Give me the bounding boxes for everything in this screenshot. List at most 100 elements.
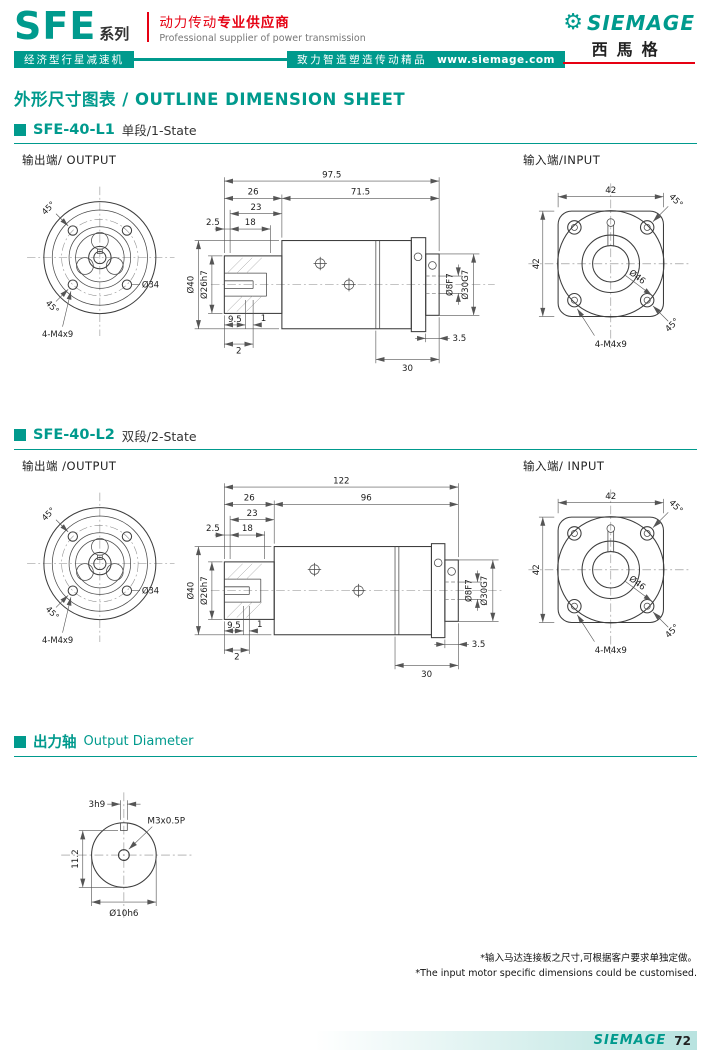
drawing-row: 输出端/ OUTPUT	[14, 146, 697, 400]
footer-brand: SIEMAGE	[593, 1033, 667, 1048]
dim-front-taps: 4-M4x9	[42, 329, 73, 339]
dim-d2: 2	[234, 652, 239, 662]
slogan-block: 动力传动专业供应商 Professional supplier of power…	[159, 11, 365, 44]
slogan-cn: 动力传动专业供应商	[159, 15, 290, 31]
centerlines	[27, 492, 175, 642]
flange-outline	[557, 515, 665, 624]
dim-d95: 9.5	[228, 315, 242, 325]
dim-square-width: 42	[605, 186, 616, 196]
dim-hub-dia: Ø26h7	[199, 270, 210, 299]
front-view-output-flange: 45° 45° Ø34 4-M4x9	[27, 492, 175, 645]
footnote-en: *The input motor specific dimensions cou…	[415, 967, 697, 979]
shaft-title-en: Output Diameter	[83, 734, 194, 750]
section-header: SFE-40-L2 双段/2-State	[14, 426, 697, 450]
dim-front-taps: 4-M4x9	[42, 635, 73, 645]
page-footer: SIEMAGE 72	[313, 1031, 697, 1050]
dimensions: 97.5 26 71.5 23 2.5 18 Ø40	[186, 170, 479, 374]
footnote-cn: *输入马达连接板之尺寸,可根据客户要求单独定做。	[480, 952, 697, 964]
dim-body: 96	[360, 493, 371, 503]
side-view-col: 97.5 26 71.5 23 2.5 18 Ø40	[186, 160, 512, 400]
dim-body-dia: Ø40	[186, 276, 197, 294]
dim-pilot: Ø30G7	[459, 270, 470, 300]
output-view-col: 输出端 /OUTPUT	[14, 452, 182, 661]
dim-front: 26	[243, 493, 254, 503]
output-label: 输出端/ OUTPUT	[22, 153, 117, 167]
flange-outline	[43, 506, 157, 620]
input-view-col: 输入端/INPUT	[515, 146, 697, 360]
flange-outline	[557, 210, 665, 318]
dim-bolt-circle: Ø34	[142, 585, 159, 595]
dim-body: 71.5	[350, 188, 369, 198]
front-view-output-flange: 45° 45° Ø34 4-M4x9	[27, 186, 175, 339]
dim-overall: 122	[333, 476, 349, 486]
section-header: SFE-40-L1 单段/1-State	[14, 120, 697, 144]
dim-d18: 18	[244, 218, 255, 228]
dim-rear: 30	[421, 670, 432, 680]
centerlines	[61, 792, 193, 919]
dim-shaft-dia: Ø10h6	[109, 908, 139, 919]
dim-rear-taps: 4-M4x9	[595, 646, 627, 656]
band-line	[134, 58, 288, 61]
dim-d35: 3.5	[471, 640, 485, 650]
square-bullet-icon	[14, 735, 26, 748]
dim-rear-taps: 4-M4x9	[595, 340, 627, 350]
section-sfe-40-l2: SFE-40-L2 双段/2-State 输出端 /OUTPUT	[14, 426, 697, 706]
dim-d25: 2.5	[205, 218, 219, 228]
dim-front: 26	[247, 188, 258, 198]
tagline-badge: 致力智造塑造传动精品 www.siemage.com	[287, 51, 565, 68]
series-code: SFE	[14, 4, 97, 48]
model-name: SFE-40-L1	[33, 121, 115, 138]
section-output-shaft: 出力轴 Output Diameter 3h9 M3x0.5P	[14, 731, 697, 935]
output-shaft-end-view: 3h9 M3x0.5P 11.2 Ø10h6	[61, 792, 193, 919]
output-label: 输出端 /OUTPUT	[22, 458, 117, 473]
dim-overall: 97.5	[322, 170, 341, 180]
shaft-drawing-wrap: 3h9 M3x0.5P 11.2 Ø10h6	[24, 765, 697, 935]
rear-view-input-flange: 42 42 45° 45° Ø46 4-M4x9	[528, 183, 692, 350]
dim-d35: 3.5	[452, 334, 466, 344]
rear-view-input-flange: 42 42 45° 45° Ø46 4-M4x9	[528, 489, 692, 656]
dim-angle: 45°	[666, 192, 684, 210]
slogan-en: Professional supplier of power transmiss…	[159, 33, 366, 44]
side-view-col: 122 26 96 23 2.5 18 Ø40	[186, 466, 512, 706]
side-section-view: 122 26 96 23 2.5 18 Ø40	[186, 476, 502, 680]
input-label: 输入端/ INPUT	[523, 458, 605, 473]
website-text: www.siemage.com	[437, 53, 555, 66]
centerlines	[27, 186, 175, 336]
side-section-view: 97.5 26 71.5 23 2.5 18 Ø40	[186, 170, 495, 374]
dim-rear: 30	[402, 364, 413, 374]
dim-square-height: 42	[532, 564, 542, 575]
category-badge: 经济型行星减速机	[14, 51, 134, 68]
dim-key-width: 3h9	[88, 801, 105, 811]
shaft-title-cn: 出力轴	[33, 735, 77, 752]
square-bullet-icon	[14, 123, 26, 136]
stage-label: 单段/1-State	[121, 123, 197, 138]
dim-pilot: Ø30G7	[479, 575, 490, 605]
dim-d18: 18	[241, 524, 252, 534]
dim-square-width: 42	[605, 492, 616, 502]
dim-boss-dia: Ø46	[627, 267, 648, 286]
model-name: SFE-40-L2	[33, 427, 115, 444]
dim-angle: 45°	[44, 298, 62, 316]
dimensions: 122 26 96 23 2.5 18 Ø40	[186, 476, 499, 680]
dim-input-bore: Ø8F7	[463, 579, 474, 602]
dim-hub-dia: Ø26h7	[199, 576, 210, 605]
dim-d1: 1	[256, 620, 261, 630]
section-header: 出力轴 Output Diameter	[14, 731, 697, 758]
drawing-row: 输出端 /OUTPUT	[14, 452, 697, 706]
series-label: 系列	[99, 25, 130, 43]
dim-d95: 9.5	[227, 621, 241, 631]
dim-angle: 45°	[39, 505, 57, 523]
dim-angle: 45°	[44, 604, 62, 622]
square-bullet-icon	[14, 429, 26, 442]
dim-tap: M3x0.5P	[147, 817, 185, 827]
red-divider	[147, 12, 150, 42]
brand-logo: ⚙SIEMAGE 西馬格	[563, 10, 695, 64]
stage-label: 双段/2-State	[121, 428, 197, 444]
footnotes: *输入马达连接板之尺寸,可根据客户要求单独定做。 *The input moto…	[14, 952, 697, 981]
tagline-text: 致力智造塑造传动精品	[297, 54, 428, 66]
dim-flat-height: 11.2	[71, 850, 81, 870]
brand-chinese: 西馬格	[591, 40, 667, 59]
